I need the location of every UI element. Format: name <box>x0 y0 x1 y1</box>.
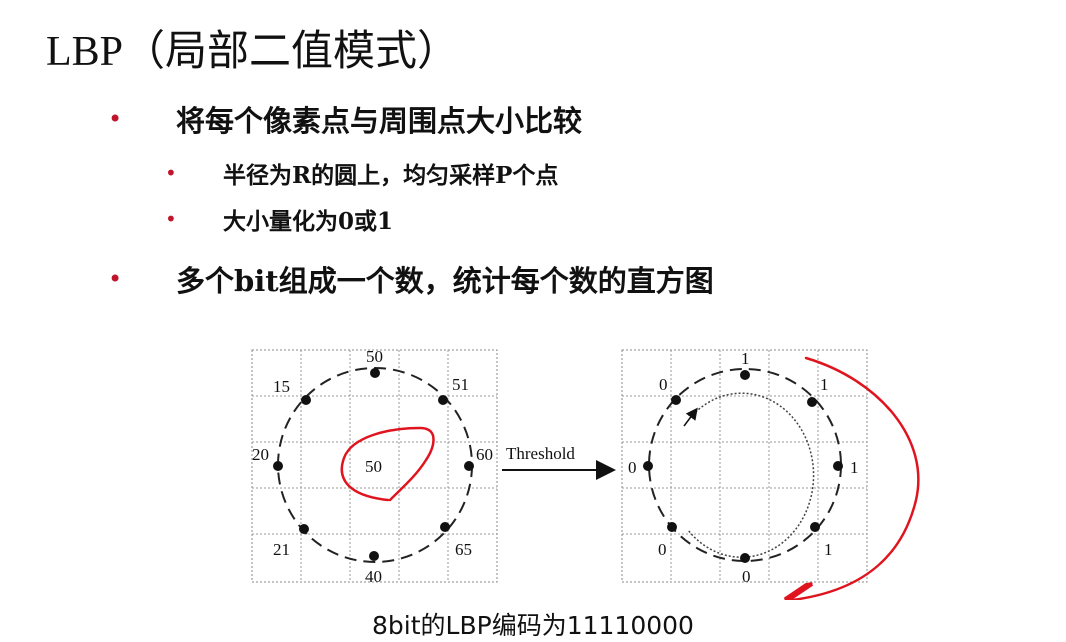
right-neighbor-bottom-right: 1 <box>824 540 833 559</box>
threshold-label: Threshold <box>506 444 575 463</box>
slide-title: LBP（局部二值模式） <box>46 29 460 75</box>
bullet-item: • 多个bit组成一个数，统计每个数的直方图 <box>108 258 714 300</box>
right-grid: 1 1 1 1 0 0 0 0 <box>621 349 868 586</box>
lbp-diagram: 50 51 60 65 40 21 20 15 50 Threshold <box>251 347 920 600</box>
right-neighbor-right: 1 <box>850 458 859 477</box>
lbp-code-caption: 8bit的LBP编码为11110000 <box>372 611 694 640</box>
bullet-item: • 大小量化为0或1 <box>165 202 393 236</box>
left-neighbor-top: 50 <box>366 347 383 366</box>
right-neighbor-top-right: 1 <box>820 375 829 394</box>
red-annotation <box>340 356 920 600</box>
right-neighbor-top-left: 0 <box>659 375 668 394</box>
bullet-text: 大小量化为0或1 <box>223 208 394 235</box>
bullet-dot-icon: • <box>108 105 123 133</box>
right-neighbor-left: 0 <box>628 458 637 477</box>
left-neighbor-right: 60 <box>476 445 493 464</box>
bullet-dot-icon: • <box>165 161 177 185</box>
left-neighbor-left: 20 <box>252 445 269 464</box>
bullet-item: • 半径为R的圆上，均匀采样P个点 <box>165 156 558 190</box>
bullet-text: 半径为R的圆上，均匀采样P个点 <box>223 162 559 189</box>
right-neighbor-bottom-left: 0 <box>658 540 667 559</box>
bullet-item: • 将每个像素点与周围点大小比较 <box>108 98 582 140</box>
left-neighbor-bottom-left: 21 <box>273 540 290 559</box>
bullet-dot-icon: • <box>108 265 123 293</box>
left-neighbor-top-left: 15 <box>273 377 290 396</box>
left-center-value: 50 <box>365 457 382 476</box>
bullet-text: 将每个像素点与周围点大小比较 <box>176 104 583 138</box>
left-grid: 50 51 60 65 40 21 20 15 50 <box>251 347 498 586</box>
bullet-text: 多个bit组成一个数，统计每个数的直方图 <box>176 264 714 298</box>
left-neighbor-bottom-right: 65 <box>455 540 472 559</box>
threshold-arrow: Threshold <box>502 444 616 480</box>
right-neighbor-top: 1 <box>741 349 750 368</box>
lbp-figure: 50 51 60 65 40 21 20 15 50 Threshold <box>240 340 940 600</box>
left-neighbor-bottom: 40 <box>365 567 382 586</box>
right-neighbor-bottom: 0 <box>742 567 751 586</box>
left-neighbor-top-right: 51 <box>452 375 469 394</box>
bullet-dot-icon: • <box>165 207 177 231</box>
